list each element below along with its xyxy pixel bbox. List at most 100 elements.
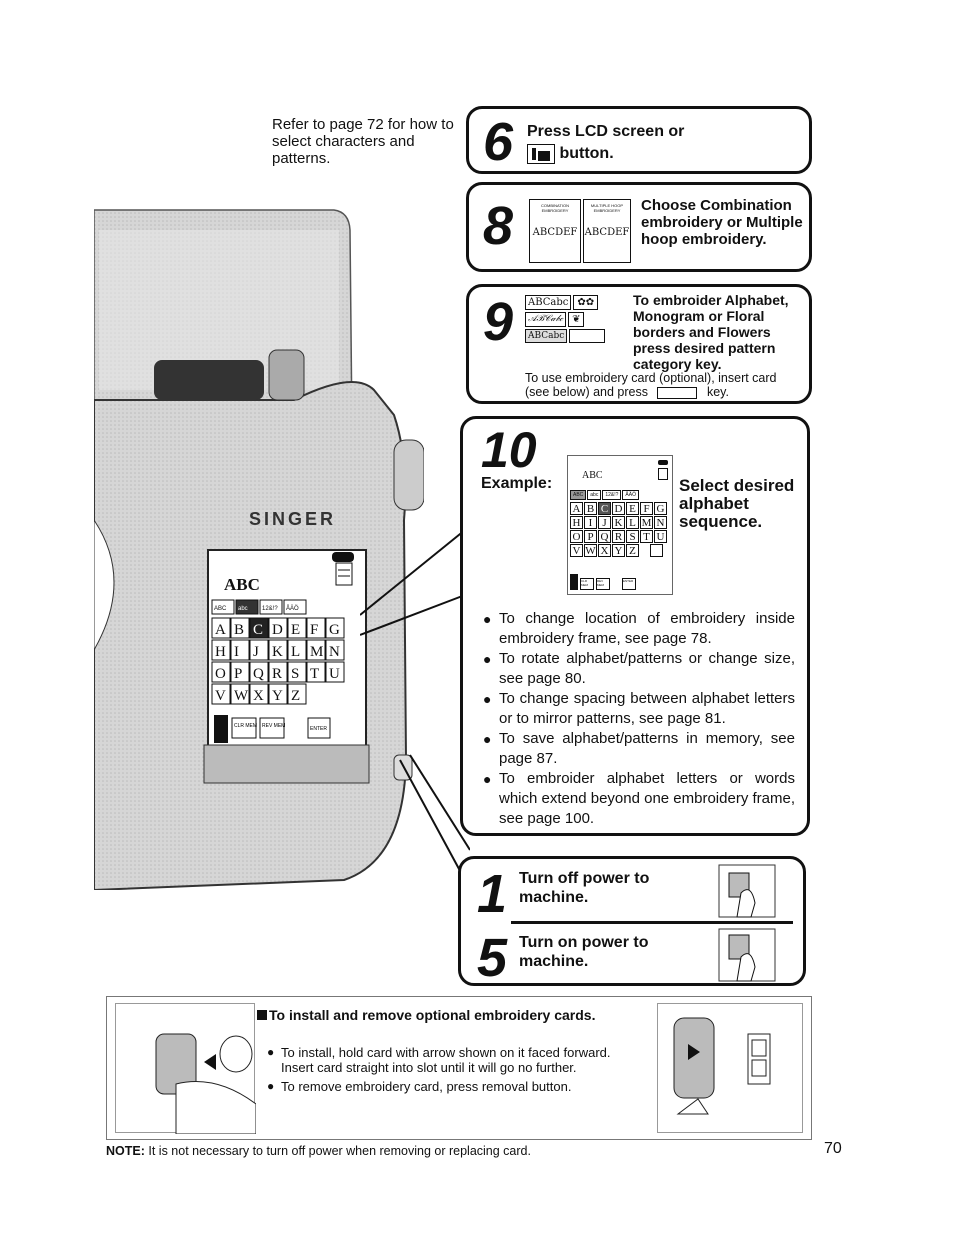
lcd-letter-key [211, 683, 231, 705]
lcd-letter: R [272, 666, 282, 682]
step-1-number: 1 [477, 864, 508, 924]
example-label: Example: [481, 475, 553, 492]
screen-letter: D [612, 502, 625, 515]
lcd-letter-key [249, 617, 269, 639]
step-1-5-box: 1 Turn off power to machine. 5 Turn on p… [458, 856, 806, 988]
lcd-letter: W [234, 688, 249, 704]
lcd-letter-key [249, 683, 269, 705]
step-9-text: To embroider Alphabet, Monogram or Flora… [633, 292, 789, 372]
step-6-line2: button. [527, 143, 684, 165]
note: NOTE: It is not necessary to turn off po… [106, 1144, 531, 1158]
screen-letter: H [570, 516, 583, 529]
lcd-letter-key [230, 617, 250, 639]
lcd-letter: V [215, 688, 226, 704]
lcd-letter-key [325, 617, 345, 639]
lcd-letter: K [272, 644, 283, 660]
screen-key-clr: CLR MEM [580, 578, 594, 590]
screen-letter: W [584, 544, 597, 557]
screen-letter: P [584, 530, 597, 543]
lcd-letter: P [234, 666, 242, 682]
screen-letter: O [570, 530, 583, 543]
lcd-letter-key [230, 661, 250, 683]
lcd-key-enter: ENTER [310, 726, 327, 732]
lcd-letter-key [230, 683, 250, 705]
screen-letter: F [640, 502, 653, 515]
screen-tab: 12&!? [602, 490, 622, 500]
screen-letter: U [654, 530, 667, 543]
screen-letter: N [654, 516, 667, 529]
lcd-letter: H [215, 644, 226, 660]
lcd-key-clr: CLR MEM [234, 723, 257, 729]
bullet-item: To save alphabet/patterns in memory, see… [483, 729, 795, 769]
lcd-button-icon [527, 143, 555, 164]
step-8-number: 8 [483, 196, 514, 256]
bullet-item: To rotate alphabet/patterns or change si… [483, 649, 795, 689]
card-title: To install and remove optional embroider… [257, 1007, 595, 1023]
screen-abc-label: ABC [582, 470, 603, 481]
screen-letter: T [640, 530, 653, 543]
lcd-letter: F [310, 622, 318, 638]
screen-letter: M [640, 516, 653, 529]
lcd-letter: T [310, 666, 319, 682]
lcd-letter: B [234, 622, 244, 638]
lcd-letter: X [253, 688, 264, 704]
screen-letter: L [626, 516, 639, 529]
screen-letter: A [570, 502, 583, 515]
lcd-letter-key [325, 639, 345, 661]
border-key: ABCabc [525, 329, 568, 343]
step-9-number: 9 [483, 292, 514, 352]
step-6-box: 6 Press LCD screen or button. [466, 106, 812, 174]
card-bullet-1-line1: To install, hold card with arrow shown o… [281, 1045, 611, 1060]
card-remove-illustration [657, 1003, 803, 1133]
card-key-inline [657, 386, 698, 399]
lcd-tab-label: abc [238, 606, 248, 612]
screen-letter: V [570, 544, 583, 557]
card-key [569, 329, 606, 343]
screen-letter: K [612, 516, 625, 529]
screen-letter: B [584, 502, 597, 515]
page-number: 70 [824, 1140, 842, 1157]
connector-lines [360, 529, 470, 881]
multiple-hoop-key-label: MULTIPLE HOOP EMBROIDERY [590, 203, 624, 213]
screen-card-key [650, 544, 663, 557]
lcd-letter-key [268, 617, 288, 639]
step-9-box: 9 ABCabc ✿✿ 𝒜ℬ𝒞𝒶𝒷𝒸 ❦ ABCabc To embroider… [466, 284, 812, 404]
lcd-key-rev: REV MEM [262, 723, 285, 729]
step-6-line1: Press LCD screen or [527, 123, 685, 140]
lcd-tab [259, 599, 283, 615]
alphabet-key: ABCabc [525, 295, 572, 310]
lcd-letter-key [287, 639, 307, 661]
flower-key: ❦ [568, 312, 585, 327]
step-5-text: Turn on power to machine. [519, 934, 649, 970]
multiple-hoop-key: MULTIPLE HOOP EMBROIDERY ABCDEF [583, 199, 631, 263]
lcd-letter-key [287, 683, 307, 705]
lcd-letter: U [329, 666, 340, 682]
screen-letter: G [654, 502, 667, 515]
bullet-item: To change spacing between alphabet lette… [483, 689, 795, 729]
lcd-letter-key [249, 661, 269, 683]
lcd-abc-label: ABC [224, 575, 260, 594]
step-10-text: Select desired alphabet sequence. [679, 476, 795, 531]
lcd-tab-label: ABC [214, 606, 227, 612]
intro-text: Refer to page 72 for how to select chara… [272, 116, 454, 167]
card-bullet-1-line2: Insert card straight into slot until it … [281, 1060, 577, 1075]
lcd-letter: I [234, 644, 239, 660]
lcd-letter-key [211, 661, 231, 683]
lcd-letter: E [291, 622, 300, 638]
lcd-letter: D [272, 622, 283, 638]
note-text: It is not necessary to turn off power wh… [148, 1144, 531, 1158]
monogram-key: 𝒜ℬ𝒞𝒶𝒷𝒸 [525, 312, 567, 327]
step-1-text: Turn off power to machine. [519, 870, 650, 906]
step-8-box: 8 COMBINATION EMBROIDERY ABCDEF MULTIPLE… [466, 182, 812, 272]
lcd-letter-key [306, 639, 326, 661]
screen-tab: ÅÄÖ [622, 490, 639, 500]
lcd-letter: L [291, 644, 300, 660]
card-title-text: To install and remove optional embroider… [269, 1007, 596, 1023]
lcd-letter: S [291, 666, 299, 682]
screen-letter: Z [626, 544, 639, 557]
screen-letter: E [626, 502, 639, 515]
note-label: NOTE: [106, 1144, 145, 1158]
